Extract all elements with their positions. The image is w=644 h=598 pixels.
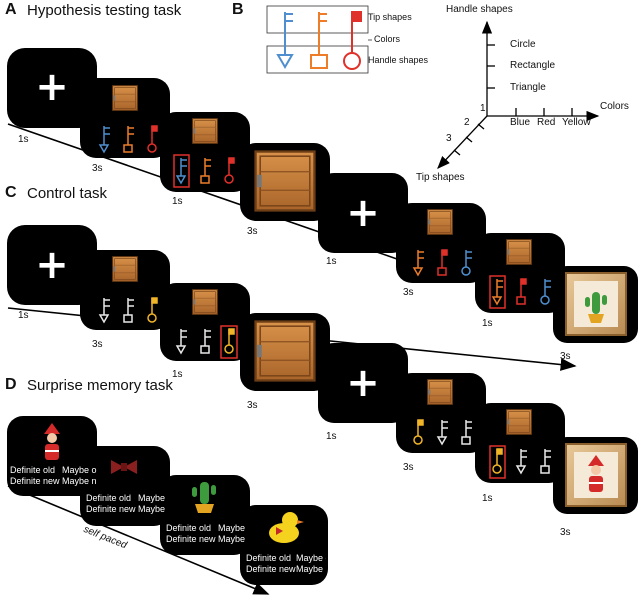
screen-keys-a5	[396, 203, 486, 283]
mem2-definite-new: Definite new	[86, 504, 136, 514]
svg-text:+: +	[35, 242, 69, 288]
mem3-maybe-new: Maybe	[218, 534, 246, 544]
timing-a-4: 3s	[247, 226, 258, 237]
screen-keys-selected-c2	[160, 283, 250, 361]
screen-crate-c3	[240, 313, 330, 391]
axis-color-blue: Blue	[510, 117, 531, 128]
timing-a-1: 1s	[18, 134, 29, 145]
mem4-definite-old: Definite old	[246, 553, 292, 563]
mem3-definite-new: Definite new	[166, 534, 216, 544]
axis-color-yellow: Yellow	[562, 117, 591, 128]
section-d-letter: D	[5, 376, 17, 393]
section-b-letter: B	[232, 1, 244, 18]
screen-keys-c1	[80, 250, 170, 330]
screen-reward-cactus	[553, 266, 638, 343]
memory-screen-cactus	[160, 475, 250, 555]
svg-text:+: +	[346, 360, 380, 406]
axis-tip-2: 2	[464, 117, 470, 128]
timing-a-3: 1s	[172, 196, 183, 207]
mem3-maybe-old: Maybe	[218, 523, 246, 533]
timing-c-3: 1s	[172, 369, 183, 380]
axis-color-red: Red	[537, 117, 556, 128]
mem1-definite-new: Definite new	[10, 476, 60, 486]
key-legend	[266, 5, 372, 74]
mem4-maybe-old: Maybe old	[296, 553, 326, 563]
timing-c-7: 1s	[482, 318, 493, 329]
memory-screen-bowtie	[80, 446, 170, 526]
mem3-definite-old: Definite old	[166, 523, 212, 533]
section-c-title: Control task	[27, 185, 108, 202]
mem4-maybe-new: Maybe new	[296, 564, 326, 574]
svg-text:+: +	[35, 64, 69, 110]
timing-a-5: 1s	[326, 256, 337, 267]
section-a-letter: A	[5, 1, 17, 18]
timing-c-6: 3s	[403, 462, 414, 473]
axis-tip-1: 1	[480, 103, 486, 114]
axis-colors-title: Colors	[600, 101, 629, 112]
timing-c-1: 1s	[18, 310, 29, 321]
screen-reward-santa	[553, 437, 638, 514]
axis-handle-triangle: Triangle	[510, 82, 546, 93]
axis-tip-3: 3	[446, 133, 452, 144]
mem2-maybe-new: Maybe	[138, 504, 166, 514]
timing-d-3s: 3s	[560, 527, 571, 538]
svg-text:+: +	[346, 190, 380, 236]
timing-d-1s: 1s	[482, 493, 493, 504]
timing-c-4: 3s	[247, 400, 258, 411]
section-a-title: Hypothesis testing task	[27, 2, 182, 19]
feature-axes	[437, 20, 600, 169]
timing-a-2: 3s	[92, 163, 103, 174]
mem1-definite-old: Definite old	[10, 465, 56, 475]
screen-keys-selected-c6	[475, 403, 565, 483]
screen-fixation-a4: +	[318, 173, 408, 253]
axis-handle-title: Handle shapes	[446, 4, 513, 15]
timing-c-5: 1s	[326, 431, 337, 442]
legend-colors-label: Colors	[374, 34, 401, 44]
timing-c-2: 3s	[92, 339, 103, 350]
mem4-definite-new: Definite new	[246, 564, 296, 574]
screen-fixation-c1: +	[7, 225, 97, 305]
axis-handle-circle: Circle	[510, 39, 536, 50]
timeline-arrow-d	[7, 485, 270, 595]
screen-keys-c5	[396, 373, 486, 453]
timing-a-6: 3s	[403, 287, 414, 298]
legend-handle-label: Handle shapes	[368, 55, 429, 65]
screen-keys-selected-a2	[160, 112, 250, 192]
axis-tip-title: Tip shapes	[416, 172, 465, 183]
screen-keys-a1	[80, 78, 170, 158]
screen-fixation-a1: +	[7, 48, 97, 128]
legend-tip-label: Tip shapes	[368, 12, 412, 22]
mem2-maybe-old: Maybe	[138, 493, 166, 503]
section-c-letter: C	[5, 184, 17, 201]
memory-screen-duck	[240, 505, 328, 585]
memory-screen-santa	[7, 416, 97, 496]
axis-handle-rectangle: Rectangle	[510, 60, 556, 71]
timing-c-8: 3s	[560, 351, 571, 362]
screen-crate-a3	[240, 143, 330, 221]
screen-keys-selected-a6	[475, 233, 565, 313]
mem1-maybe-old: Maybe o	[62, 465, 97, 475]
mem2-definite-old: Definite old	[86, 493, 132, 503]
section-d-title: Surprise memory task	[27, 377, 173, 394]
screen-fixation-c4: +	[318, 343, 408, 423]
mem1-maybe-new: Maybe n	[62, 476, 97, 486]
